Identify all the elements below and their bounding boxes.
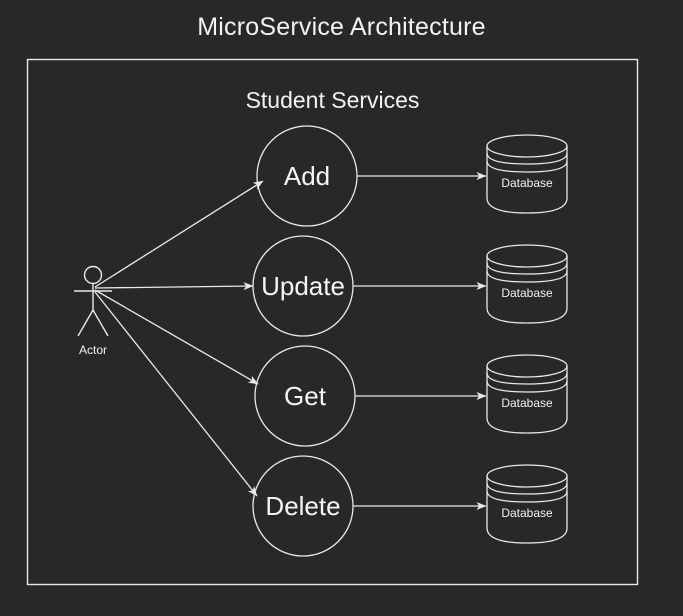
- database-cylinder-2: [486, 244, 568, 324]
- database-cylinder-4: [486, 464, 568, 544]
- database-cylinder-3: [486, 354, 568, 434]
- actor-to-service-edges: [94, 180, 264, 497]
- database-nodes: [486, 134, 568, 544]
- service-to-database-edges: [353, 172, 487, 510]
- database-label-3[interactable]: Database: [501, 396, 553, 410]
- actor-head-icon: [83, 265, 103, 285]
- database-label-4[interactable]: Database: [501, 506, 553, 520]
- service-label-add[interactable]: Add: [283, 161, 331, 191]
- edge-actor-to-get: [94, 289, 259, 385]
- service-label-delete[interactable]: Delete: [265, 491, 341, 521]
- actor-figure: [74, 265, 112, 337]
- service-label-get[interactable]: Get: [284, 381, 326, 411]
- edge-actor-to-delete: [94, 291, 258, 497]
- edge-actor-to-add: [94, 180, 264, 288]
- group-container-box: [26, 58, 639, 586]
- actor-label: Actor: [78, 343, 108, 357]
- page-title: MicroService Architecture: [197, 13, 486, 41]
- actor-leg-left-line: [77, 309, 94, 337]
- database-label-1[interactable]: Database: [501, 176, 553, 190]
- service-label-update[interactable]: Update: [261, 271, 345, 301]
- database-label-2[interactable]: Database: [501, 286, 553, 300]
- actor-leg-right-line: [92, 309, 109, 337]
- group-title: Student Services: [245, 87, 420, 113]
- edge-actor-to-update: [94, 282, 254, 291]
- database-cylinder-1: [486, 134, 568, 214]
